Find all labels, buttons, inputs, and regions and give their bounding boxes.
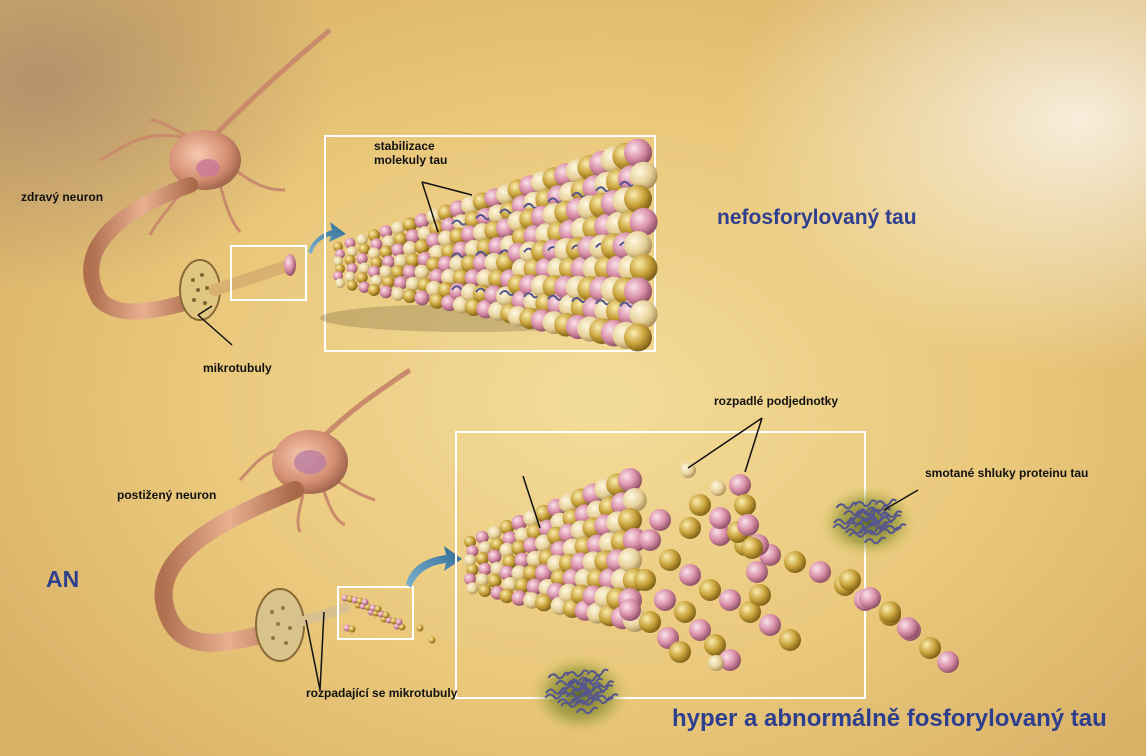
subunit-bead — [679, 517, 701, 539]
subunit-bead — [719, 589, 741, 611]
disintegrated-subunits-label: rozpadlé podjednotky — [714, 394, 838, 408]
tubulin-bead — [623, 488, 647, 512]
healthy-neuron-drawing — [91, 30, 330, 320]
affected-neuron-drawing — [164, 370, 410, 661]
subunit-bead — [639, 529, 661, 551]
tubulin-bead — [356, 272, 367, 283]
subunit-bead — [749, 584, 771, 606]
healthy-neuron-label: zdravý neuron — [21, 190, 103, 204]
tiny-subunit-bead — [396, 619, 403, 626]
tau-stabilization-label: stabilizace molekuly tau — [374, 139, 474, 167]
tubulin-bead — [618, 468, 642, 492]
subunit-bead — [809, 561, 831, 583]
non-phosphorylated-tau-heading: nefosforylovaný tau — [717, 206, 917, 230]
subunit-bead — [779, 629, 801, 651]
tubulin-bead — [335, 278, 345, 288]
subunit-bead — [709, 507, 731, 529]
subunit-bead — [859, 587, 881, 609]
subunit-bead — [839, 569, 861, 591]
tiny-subunit-bead — [349, 626, 356, 633]
tangled-tau-cluster-left — [530, 654, 630, 734]
tubulin-bead — [368, 284, 380, 296]
tiny-subunit-bead — [417, 625, 424, 632]
tubulin-bead — [380, 286, 393, 299]
subunit-bead — [674, 601, 696, 623]
disintegrating-microtubules-label: rozpadající se mikrotubuly — [306, 686, 457, 700]
subunit-bead — [634, 569, 656, 591]
subunit-bead — [759, 614, 781, 636]
free-subunit-bead — [710, 480, 726, 496]
tubulin-bead — [488, 550, 502, 564]
subunit-bead — [746, 561, 768, 583]
subunit-bead — [669, 641, 691, 663]
subunit-bead — [649, 509, 671, 531]
tubulin-bead — [618, 508, 642, 532]
subunit-bead — [639, 611, 661, 633]
subunit-bead — [679, 564, 701, 586]
tubulin-bead — [478, 584, 491, 597]
subunit-bead — [729, 474, 751, 496]
tubulin-bead — [618, 548, 642, 572]
tangled-tau-clusters-label: smotané shluky proteinu tau — [925, 466, 1088, 480]
zoom-arrow-bottom — [406, 546, 462, 588]
subunit-bead — [879, 601, 901, 623]
subunit-bead — [654, 589, 676, 611]
tiny-subunit-bead — [375, 606, 382, 613]
subunit-bead — [897, 617, 919, 639]
tangled-tau-cluster-right — [820, 486, 916, 558]
healthy-microtubule — [320, 139, 658, 352]
tubulin-bead — [391, 287, 405, 301]
affected-detail-beads — [342, 595, 436, 644]
tubulin-bead — [488, 526, 502, 540]
subunit-bead — [699, 579, 721, 601]
tubulin-bead — [356, 234, 367, 245]
hyperphosphorylated-tau-heading: hyper a abnormálně fosforylovaný tau — [672, 705, 1107, 733]
subunit-bead — [937, 651, 959, 673]
subunit-bead — [734, 494, 756, 516]
tubulin-bead — [488, 574, 502, 588]
affected-neuron-label: postižený neuron — [117, 488, 216, 502]
microtubules-label: mikrotubuly — [203, 361, 272, 375]
tiny-subunit-bead — [383, 612, 390, 619]
tubulin-bead — [347, 280, 358, 291]
tiny-subunit-bead — [429, 637, 436, 644]
subunit-bead — [919, 637, 941, 659]
tubulin-bead — [356, 253, 367, 264]
subunit-bead — [659, 549, 681, 571]
subunit-bead — [741, 537, 763, 559]
tubulin-bead — [624, 323, 652, 351]
tiny-subunit-bead — [362, 599, 369, 606]
subunit-bead — [689, 494, 711, 516]
subunit-bead — [737, 514, 759, 536]
subunit-bead — [784, 551, 806, 573]
an-label: AN — [46, 566, 79, 593]
free-subunit-bead — [708, 655, 724, 671]
tubulin-bead — [466, 582, 478, 594]
subunit-bead — [619, 599, 641, 621]
